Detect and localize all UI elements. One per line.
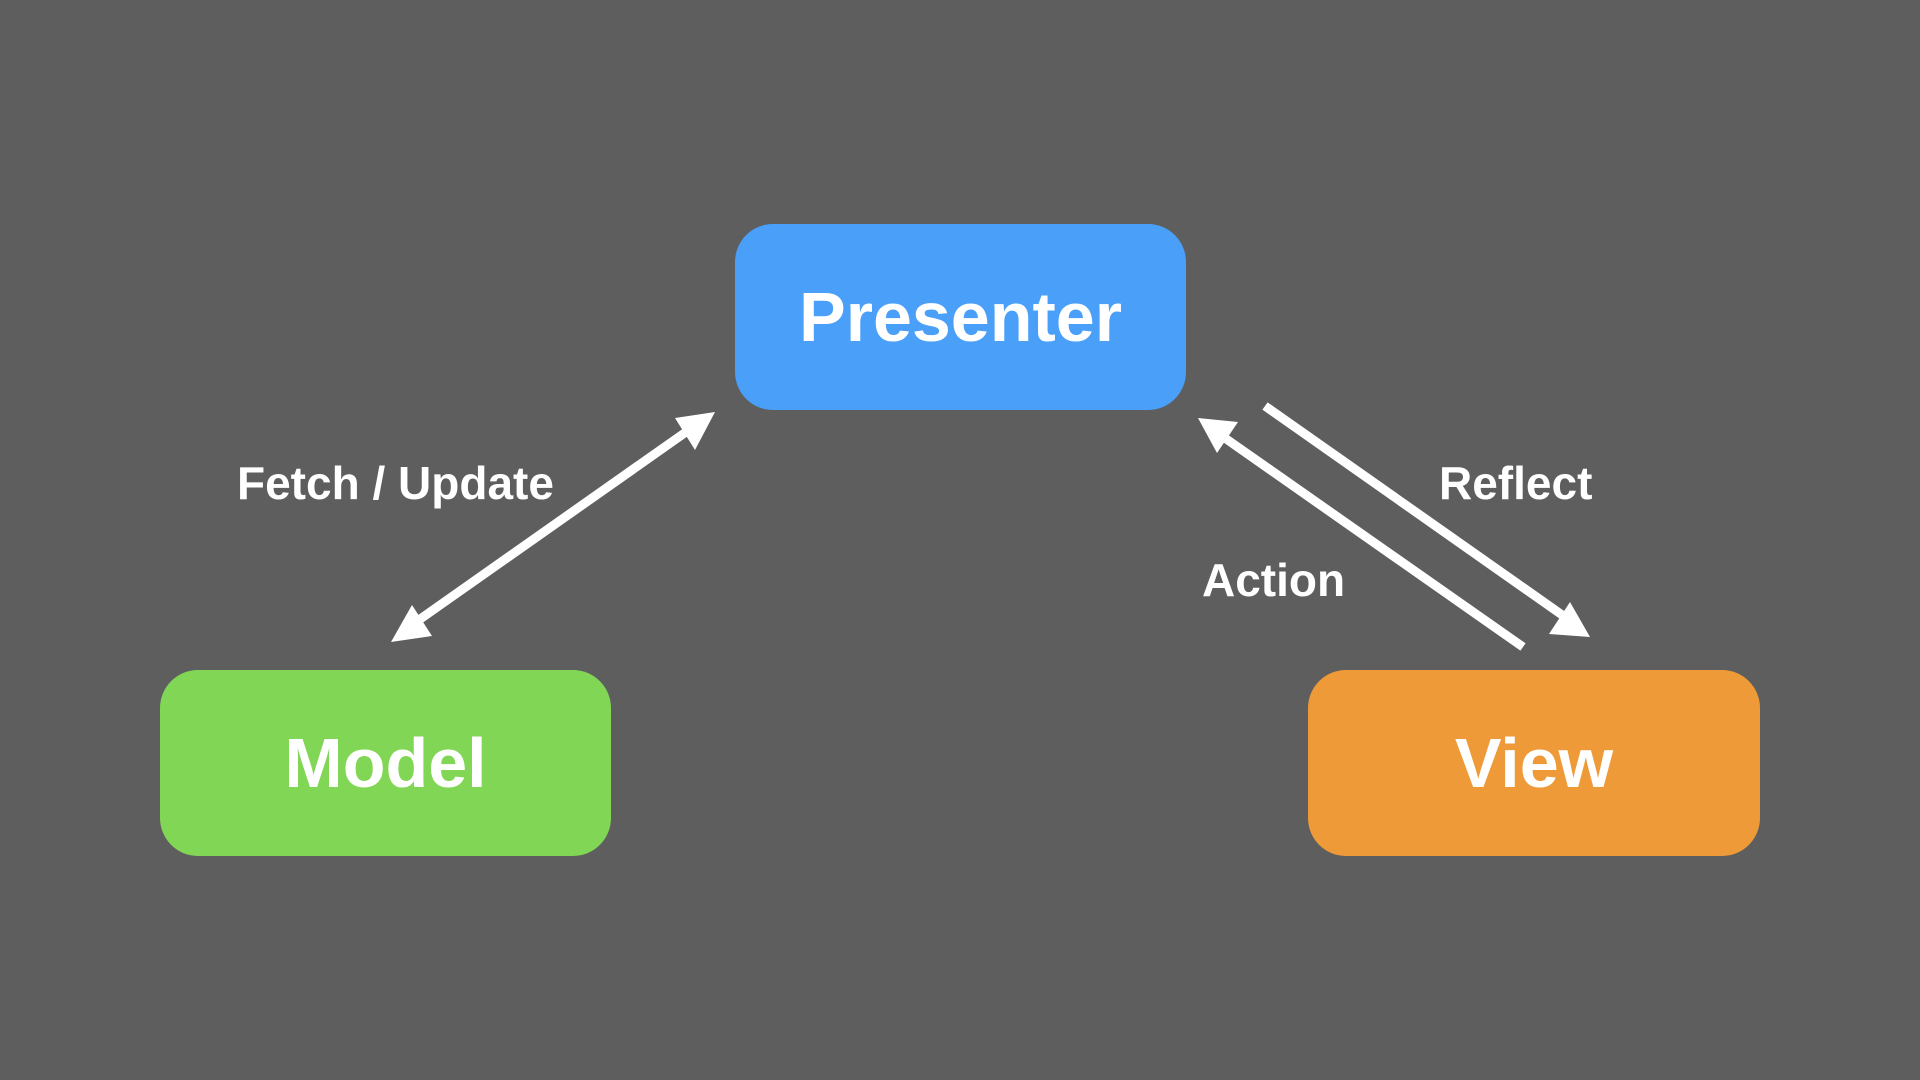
model-label: Model: [284, 724, 487, 802]
arrowhead-to-view: [1549, 602, 1590, 637]
arrow-reflect: [1262, 402, 1590, 637]
view-node: View: [1308, 670, 1760, 856]
arrowhead-to-model: [391, 605, 432, 642]
arrow-action: [1198, 418, 1526, 651]
presenter-label: Presenter: [799, 278, 1122, 356]
arrowhead-to-presenter: [675, 412, 715, 450]
model-node: Model: [160, 670, 611, 856]
arrow-model-presenter: [391, 412, 715, 642]
edge-label-reflect: Reflect: [1439, 457, 1593, 509]
view-label: View: [1454, 724, 1614, 802]
edge-label-action: Action: [1202, 554, 1346, 606]
edge-label-fetch-update: Fetch / Update: [237, 457, 554, 509]
presenter-node: Presenter: [735, 224, 1186, 410]
arrowhead-to-presenter-action: [1198, 418, 1238, 453]
